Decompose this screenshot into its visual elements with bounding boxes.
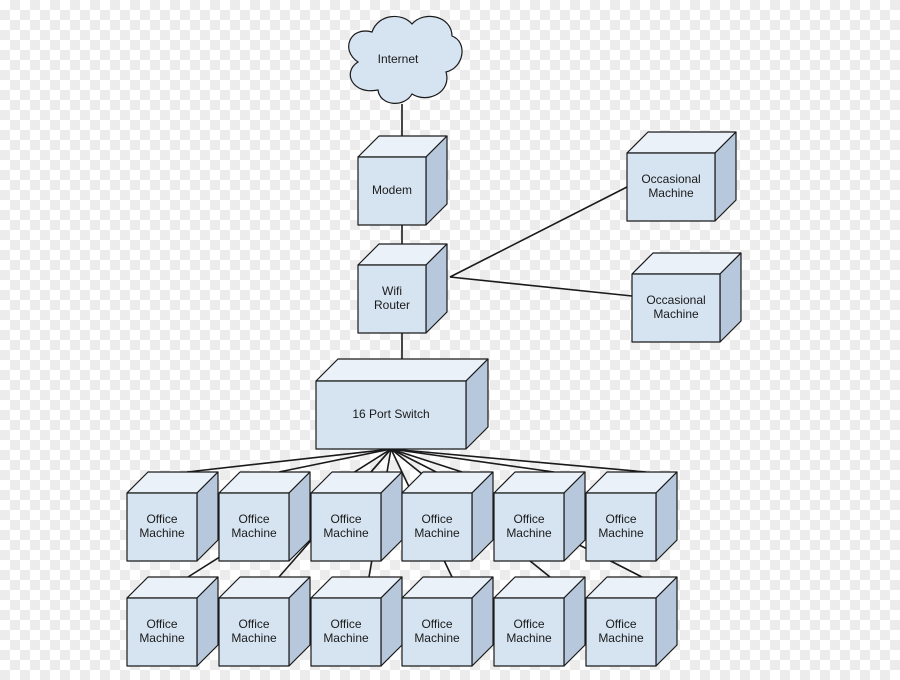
device-boxes: ModemWifiRouterOccasionalMachineOccasion…: [126, 131, 742, 667]
office-machine-box-row-1-2-label: Office: [238, 512, 269, 526]
office-machine-box-row-1-6-label: Machine: [598, 526, 644, 540]
box-front-face: [585, 492, 657, 562]
office-machine-box-row-2-1-label: Office: [146, 617, 177, 631]
office-machine-box-row-1-5-label: Office: [513, 512, 544, 526]
occasional-machine-box-1-label: Occasional: [641, 172, 700, 186]
office-machine-box-row-2-4-label: Office: [421, 617, 452, 631]
internet-cloud: Internet: [348, 15, 463, 104]
wifi-router-box-label: Router: [374, 298, 410, 312]
office-machine-box-row-1-4-label: Office: [421, 512, 452, 526]
edge-router-occasional-2: [449, 276, 633, 297]
office-machine-box-row-1-1-label: Machine: [139, 526, 185, 540]
edge-switch-office-row-1-4: [390, 448, 463, 473]
office-machine-box-row-1-6-label: Office: [605, 512, 636, 526]
port-switch-box-label: 16 Port Switch: [352, 407, 429, 421]
edge-switch-office-row-1-5: [390, 448, 555, 473]
office-machine-box-row-2-6-label: Office: [605, 617, 636, 631]
office-machine-box-row-2-3-label: Machine: [323, 631, 369, 645]
internet-label: Internet: [378, 52, 419, 66]
edge-router-occasional-1: [449, 186, 628, 278]
occasional-machine-box-2-label: Machine: [653, 307, 699, 321]
box-top-face: [315, 358, 489, 382]
office-machine-box-row-2-3-label: Office: [330, 617, 361, 631]
box-front-face: [493, 597, 565, 667]
occasional-machine-box-2-label: Occasional: [646, 293, 705, 307]
office-machine-box-row-2-5-label: Office: [513, 617, 544, 631]
office-machine-box-row-2-5-label: Machine: [506, 631, 552, 645]
office-machine-box-row-2-2-label: Office: [238, 617, 269, 631]
box-front-face: [218, 492, 290, 562]
office-machine-box-row-1-3-label: Machine: [323, 526, 369, 540]
box-front-face: [401, 597, 473, 667]
box-front-face: [493, 492, 565, 562]
box-front-face: [126, 492, 198, 562]
office-machine-box-row-2-1-label: Machine: [139, 631, 185, 645]
office-machine-box-row-2-4-label: Machine: [414, 631, 460, 645]
office-machine-box-row-1-3-label: Office: [330, 512, 361, 526]
box-front-face: [626, 152, 716, 222]
office-machine-box-row-1-1-label: Office: [146, 512, 177, 526]
office-machine-box-row-2-6-label: Machine: [598, 631, 644, 645]
edge-switch-office-row-1-1: [186, 448, 392, 473]
box-front-face: [218, 597, 290, 667]
box-front-face: [310, 492, 382, 562]
office-machine-box-row-2-2-label: Machine: [231, 631, 277, 645]
box-front-face: [315, 380, 467, 450]
office-machine-box-row-1-5-label: Machine: [506, 526, 552, 540]
box-front-face: [126, 597, 198, 667]
office-machine-box-row-1-2-label: Machine: [231, 526, 277, 540]
modem-box-label: Modem: [372, 183, 412, 197]
wifi-router-box-label: Wifi: [382, 284, 402, 298]
box-front-face: [357, 264, 427, 334]
box-front-face: [401, 492, 473, 562]
edge-switch-office-row-1-2: [278, 448, 392, 473]
modem-box: Modem: [357, 135, 448, 226]
cloud-icon: [348, 15, 463, 104]
box-front-face: [310, 597, 382, 667]
box-front-face: [357, 156, 427, 226]
edge-switch-office-row-1-6: [390, 448, 647, 473]
box-front-face: [631, 273, 721, 343]
office-machine-box-row-1-4-label: Machine: [414, 526, 460, 540]
box-front-face: [585, 597, 657, 667]
port-switch-box: 16 Port Switch: [315, 358, 489, 450]
occasional-machine-box-1-label: Machine: [648, 186, 694, 200]
